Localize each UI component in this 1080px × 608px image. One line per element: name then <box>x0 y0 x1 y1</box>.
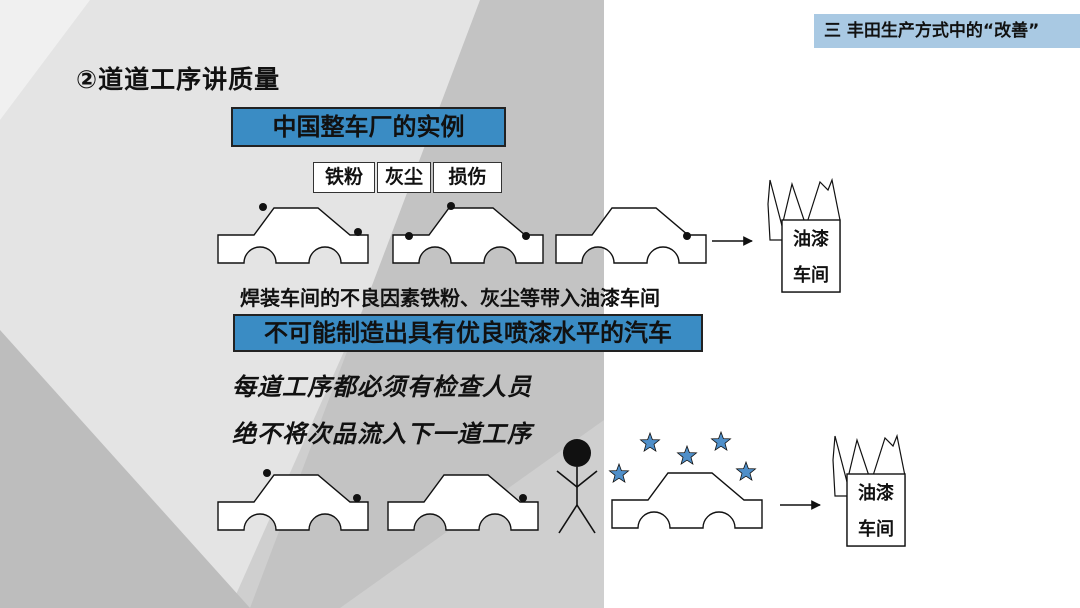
car-icon <box>392 202 544 264</box>
star-icon <box>639 431 661 453</box>
bg-shape-white-top <box>0 0 90 120</box>
dust-dot <box>263 469 271 477</box>
dust-dot <box>353 494 361 502</box>
booth-top-line2: 车间 <box>793 265 829 286</box>
solution-line-2: 绝不将次品流入下一道工序 <box>232 420 532 448</box>
conclusion-box: 不可能制造出具有优良喷漆水平的汽车 <box>233 314 703 352</box>
paint-booth-icon <box>767 177 841 293</box>
solution-line-1: 每道工序都必须有检查人员 <box>232 373 532 401</box>
booth-top-label: 油漆 车间 <box>782 222 840 294</box>
star-icon <box>676 444 698 466</box>
dust-dot <box>405 232 413 240</box>
defect-tag-iron: 铁粉 <box>313 162 375 193</box>
section-tag: 三 丰田生产方式中的“改善” <box>814 14 1080 48</box>
clean-car-icon <box>611 472 763 529</box>
star-icon <box>608 462 630 484</box>
defect-tag-dust: 灰尘 <box>377 162 431 193</box>
defect-tag-damage: 损伤 <box>433 162 502 193</box>
car-icon <box>555 207 707 264</box>
dust-dot <box>259 203 267 211</box>
bg-shape-dark <box>250 0 604 608</box>
bg-shape-mid <box>0 330 250 608</box>
dust-dot <box>522 232 530 240</box>
paint-booth-icon <box>832 433 906 547</box>
star-icons <box>608 430 757 484</box>
dust-dot <box>447 202 455 210</box>
star-icon <box>735 460 757 482</box>
booth-top-line1: 油漆 <box>793 229 829 250</box>
bg-shape-light <box>0 0 500 608</box>
dust-dot <box>519 494 527 502</box>
caption: 焊装车间的不良因素铁粉、灰尘等带入油漆车间 <box>240 286 660 310</box>
car-icon <box>217 203 369 264</box>
dust-dot <box>354 228 362 236</box>
page-heading: ②道道工序讲质量 <box>76 65 281 94</box>
dust-dot <box>683 232 691 240</box>
star-icon <box>710 430 732 452</box>
inspector-figure-icon <box>556 439 598 534</box>
example-title-box: 中国整车厂的实例 <box>231 107 506 147</box>
booth-bottom-line1: 油漆 <box>858 483 894 504</box>
car-icon <box>387 474 539 531</box>
car-icon <box>217 469 369 531</box>
booth-bottom-line2: 车间 <box>858 519 894 540</box>
booth-bottom-label: 油漆 车间 <box>847 476 905 548</box>
